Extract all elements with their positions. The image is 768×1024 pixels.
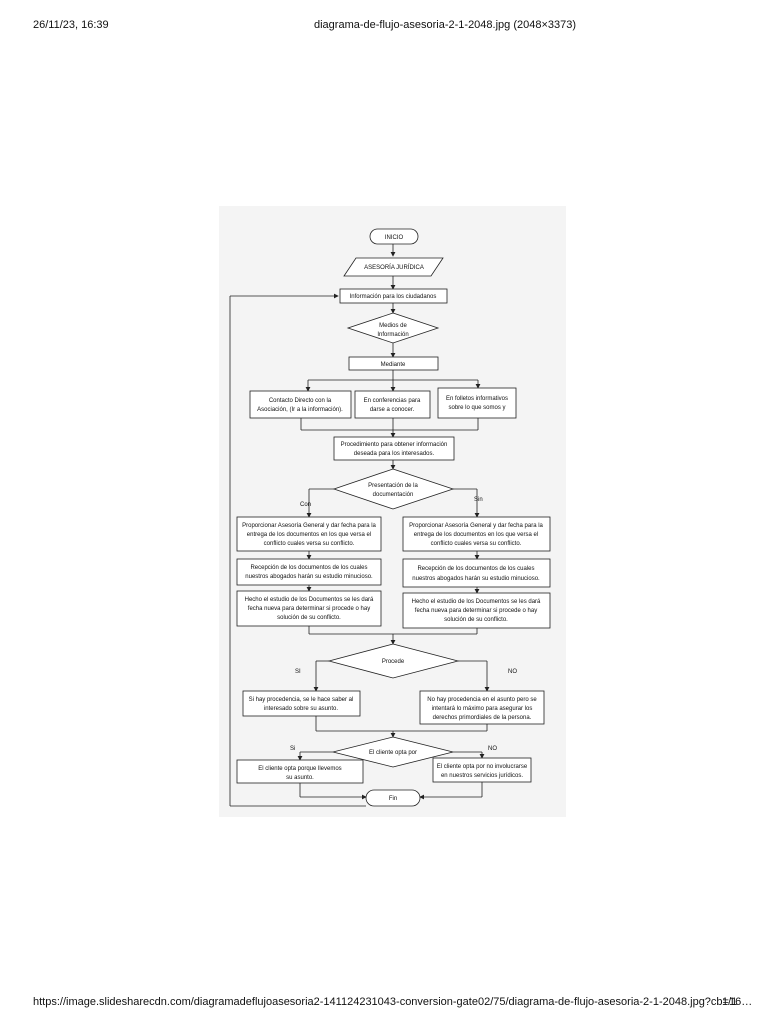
- recepcion-left-line-2: nuestros abogados harán su estudio minuc…: [245, 574, 373, 580]
- no-label: NO: [508, 669, 517, 675]
- cliente-opta-label: El cliente opta por: [369, 750, 417, 756]
- conferencias-line-2: darse a conocer.: [370, 407, 415, 413]
- cliente-opta-decision: El cliente opta por: [332, 736, 454, 768]
- hecho-right-box: Hecho el estudio de los Documentos se le…: [402, 592, 551, 629]
- procede-decision: Procede: [327, 643, 460, 679]
- mediante-box: Mediante: [348, 356, 439, 371]
- no-procedencia-line-2: intentará lo máximo para asegurar los: [432, 706, 533, 712]
- recepcion-right-line-1: Recepción de los documentos de los cuale…: [417, 566, 534, 572]
- opta-no-box: El cliente opta por no involucrarse en n…: [432, 757, 532, 783]
- hecho-left-line-1: Hecho el estudio de los Documentos se le…: [245, 597, 374, 603]
- con-label: Con: [300, 502, 311, 508]
- info-ciudadanos-label: Información para los ciudadanos: [350, 294, 437, 300]
- asesoria-general-right-line-2: entrega de los documentos en los que ver…: [414, 532, 538, 538]
- no2-label: NO: [488, 746, 497, 752]
- si2-label: Si: [290, 746, 295, 752]
- presentacion-line-2: documentación: [373, 492, 414, 498]
- start-terminal: INICIO: [369, 228, 419, 245]
- procede-label: Procede: [382, 659, 405, 665]
- medios-line-1: Medios de: [379, 323, 407, 329]
- opta-no-line-1: El cliente opta por no involucrarse: [437, 764, 528, 770]
- asesoria-general-left-line-1: Proporcionar Asesoría General y dar fech…: [242, 523, 376, 529]
- document-title: diagrama-de-flujo-asesoria-2-1-2048.jpg …: [314, 19, 577, 31]
- contacto-line-1: Contacto Directo con la: [269, 398, 332, 404]
- conferencias-line-1: En conferencias para: [364, 398, 421, 404]
- opta-si-line-1: El cliente opta porque llevemos: [258, 766, 341, 772]
- source-url: https://image.slidesharecdn.com/diagrama…: [33, 996, 753, 1008]
- page-count: 1/1: [722, 996, 738, 1008]
- no-procedencia-line-3: derechos primordiales de la persona.: [433, 715, 532, 721]
- opta-si-line-2: su asunto.: [286, 775, 314, 781]
- opta-no-line-2: en nuestros servicios jurídicos.: [441, 773, 523, 779]
- opta-si-box: El cliente opta porque llevemos su asunt…: [236, 759, 364, 784]
- medios-line-2: Información: [377, 332, 408, 338]
- contacto-box: Contacto Directo con la Asociación, (Ir …: [249, 390, 352, 419]
- si-label: SI: [295, 669, 301, 675]
- contacto-line-2: Asociación, (Ir a la información).: [257, 407, 343, 413]
- recepcion-right-box: Recepción de los documentos de los cuale…: [402, 558, 551, 588]
- start-label: INICIO: [385, 235, 404, 241]
- no-procedencia-box: No hay procedencia en el asunto pero se …: [419, 690, 545, 725]
- recepcion-left-line-1: Recepción de los documentos de los cuale…: [250, 565, 367, 571]
- asesoria-general-left-box: Proporcionar Asesoría General y dar fech…: [236, 516, 382, 552]
- mediante-label: Mediante: [381, 362, 406, 368]
- medios-decision: Medios de Información: [346, 312, 440, 344]
- no-procedencia-line-1: No hay procedencia en el asunto pero se: [427, 697, 537, 703]
- info-ciudadanos-box: Información para los ciudadanos: [339, 288, 448, 304]
- hecho-right-line-1: Hecho el estudio de los Documentos se le…: [412, 599, 541, 605]
- procedimiento-line-1: Procedimiento para obtener información: [341, 442, 448, 448]
- folletos-line-2: sobre lo que somos y: [448, 405, 505, 411]
- recepcion-right-line-2: nuestros abogados harán su estudio minuc…: [412, 576, 540, 582]
- end-label: Fin: [389, 796, 397, 802]
- asesoria-general-left-line-3: conflicto cuales versa su conflicto.: [264, 541, 355, 547]
- presentacion-decision: Presentación de la documentación: [332, 468, 455, 510]
- asesoria-input: ASESORÍA JURÍDICA: [343, 257, 444, 277]
- asesoria-general-left-line-2: entrega de los documentos en los que ver…: [247, 532, 371, 538]
- asesoria-label: ASESORÍA JURÍDICA: [364, 264, 424, 271]
- procedimiento-line-2: deseada para los interesados.: [354, 451, 435, 457]
- hecho-left-box: Hecho el estudio de los Documentos se le…: [236, 590, 382, 627]
- sin-label: Sin: [474, 497, 483, 503]
- folletos-line-1: En folletos informativos: [446, 396, 508, 402]
- asesoria-general-right-box: Proporcionar Asesoría General y dar fech…: [402, 516, 551, 552]
- print-datetime: 26/11/23, 16:39: [33, 19, 109, 31]
- connector-lines: [229, 244, 490, 807]
- recepcion-left-box: Recepción de los documentos de los cuale…: [236, 558, 382, 586]
- procedimiento-box: Procedimiento para obtener información d…: [333, 436, 455, 461]
- hecho-right-line-3: solución de su conflicto.: [444, 617, 508, 623]
- hecho-left-line-2: fecha nueva para determinar si procede o…: [248, 606, 370, 612]
- hecho-left-line-3: solución de su conflicto.: [277, 615, 341, 621]
- asesoria-general-right-line-3: conflicto cuales versa su conflicto.: [431, 541, 522, 547]
- presentacion-line-1: Presentación de la: [368, 483, 418, 489]
- folletos-box: En folletos informativos sobre lo que so…: [437, 387, 517, 419]
- si-procedencia-line-1: Si hay procedencia, se le hace saber al: [249, 697, 354, 703]
- si-procedencia-box: Si hay procedencia, se le hace saber al …: [242, 690, 361, 717]
- end-terminal: Fin: [365, 789, 421, 807]
- hecho-right-line-2: fecha nueva para determinar si procede o…: [415, 608, 537, 614]
- conferencias-box: En conferencias para darse a conocer.: [354, 390, 431, 419]
- asesoria-general-right-line-1: Proporcionar Asesoría General y dar fech…: [409, 523, 543, 529]
- si-procedencia-line-2: interesado sobre su asunto.: [264, 706, 338, 712]
